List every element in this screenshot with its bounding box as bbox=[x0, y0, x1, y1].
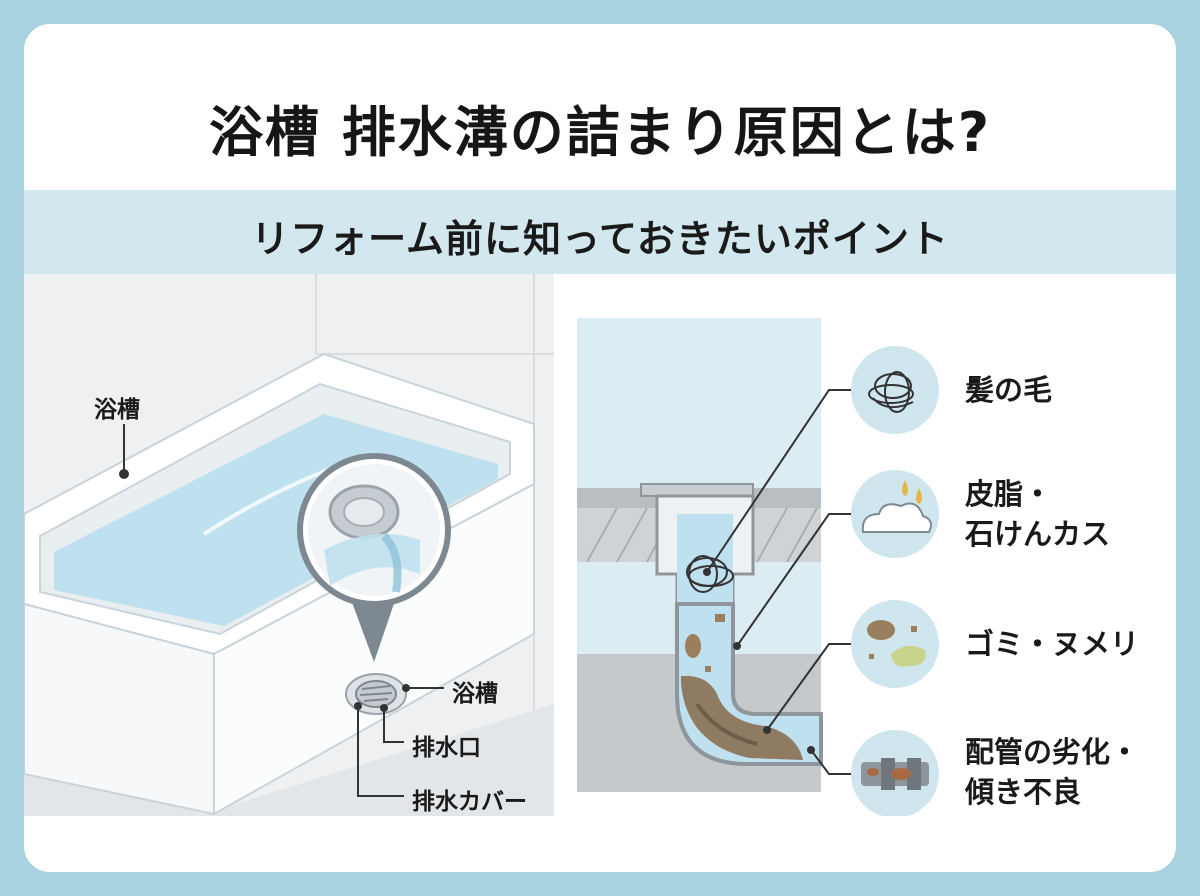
cause-label-pipe: 配管の劣化・ 傾き不良 bbox=[965, 735, 1140, 809]
page-subtitle: リフォーム前に知っておきたいポイント bbox=[251, 217, 949, 261]
cause-label-debris: ゴミ・ヌメリ bbox=[965, 627, 1140, 661]
hair-icon bbox=[851, 346, 939, 434]
page-title: 浴槽 排水溝の詰まり原因とは? bbox=[208, 101, 992, 164]
drain-outlet-label: 排水口 bbox=[412, 735, 481, 761]
tub-label: 浴槽 bbox=[94, 397, 140, 423]
cause-label-soap: 皮脂・ 石けんカス bbox=[965, 477, 1111, 551]
bathtub-illustration bbox=[24, 274, 554, 816]
subtitle-band: リフォーム前に知っておきたいポイント bbox=[24, 190, 1176, 274]
debris-slime-icon bbox=[851, 600, 939, 688]
cause-label-hair: 髪の毛 bbox=[965, 373, 1053, 407]
infographic-card: 浴槽 排水溝の詰まり原因とは? リフォーム前に知っておきたいポイント bbox=[24, 24, 1176, 872]
causes-panel: 髪の毛 皮脂・ 石けんカス ゴミ・ヌメリ 配管の劣化・ 傾き不良 bbox=[557, 274, 1176, 816]
pipe-cross-section bbox=[577, 318, 939, 816]
drain-cover-label: 排水カバー bbox=[412, 789, 527, 815]
bathtub-panel: 浴槽 浴槽 排水口 排水カバー bbox=[24, 274, 554, 816]
tub-label-small: 浴槽 bbox=[452, 681, 498, 707]
